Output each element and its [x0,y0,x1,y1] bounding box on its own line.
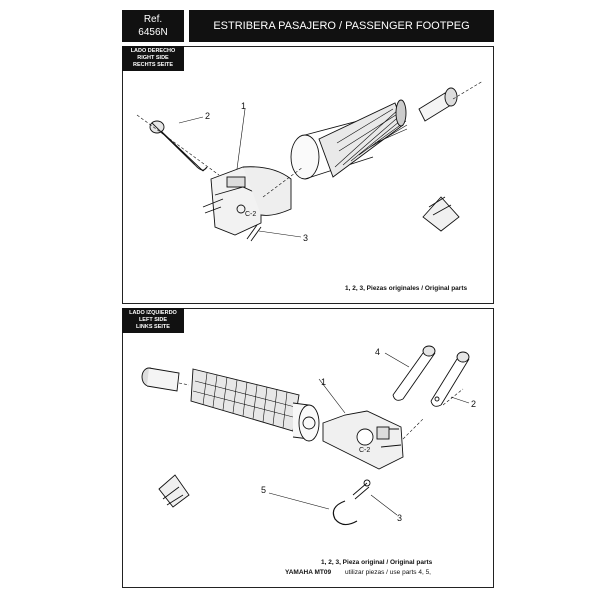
reference-code: 6456N [138,27,168,38]
retaining-pin-part [352,482,370,500]
bracket-part [202,166,292,236]
model-label: YAMAHA MT09 [285,569,332,576]
circlip-part [332,500,358,526]
left-side-label: LADO IZQUIERDO LEFT SIDE LINKS SEITE [122,308,184,333]
callout-1: 1 [321,377,327,387]
footpeg-grip-part [318,99,408,178]
bracket-part [322,410,404,470]
retaining-pin-part [246,224,262,242]
left-side-exploded-drawing [141,345,470,526]
long-pin-part [392,345,436,401]
side-label-es: LADO DERECHO [130,48,176,54]
pin-part [149,120,208,172]
callout-1: 1 [241,101,247,111]
right-side-exploded-drawing [136,80,484,242]
spacer-part [292,402,320,442]
side-label-en: RIGHT SIDE [137,55,169,61]
side-label-en: LEFT SIDE [138,317,168,323]
side-label-de: LINKS SEITE [136,324,170,330]
callout-2: 2 [471,399,477,409]
reference-label: Ref. [143,14,163,25]
callout-2: 2 [205,111,211,121]
spring-clip-part [422,196,460,232]
end-bolt-part [141,367,180,392]
callout-4: 4 [375,347,381,357]
pin-part [430,351,470,407]
right-side-panel: LADO DERECHO RIGHT SIDE RECHTS SEITE [122,46,494,304]
side-label-de: RECHTS SEITE [132,62,174,68]
use-parts-note: utilizar piezas / use parts 4, 5, [345,569,431,576]
original-parts-note: 1, 2, 3, Pieza original / Original parts [321,559,433,566]
callout-3: 3 [397,513,403,523]
clip-mark: C-2 [359,447,371,454]
reference-box: Ref. 6456N [122,10,184,42]
page-title: ESTRIBERA PASAJERO / PASSENGER FOOTPEG [189,10,494,42]
side-label-es: LADO IZQUIERDO [129,310,177,316]
callout-5: 5 [261,485,267,495]
left-side-panel: LADO IZQUIERDO LEFT SIDE LINKS SEITE [122,308,494,588]
footpeg-grip-part [190,368,300,432]
callout-3: 3 [303,233,309,243]
right-side-label: LADO DERECHO RIGHT SIDE RECHTS SEITE [122,46,184,71]
clip-mark: C-2 [245,211,257,218]
original-parts-note: 1, 2, 3, Piezas originales / Original pa… [345,285,468,292]
end-bolt-part [418,87,458,122]
spring-clip-part [158,474,190,508]
